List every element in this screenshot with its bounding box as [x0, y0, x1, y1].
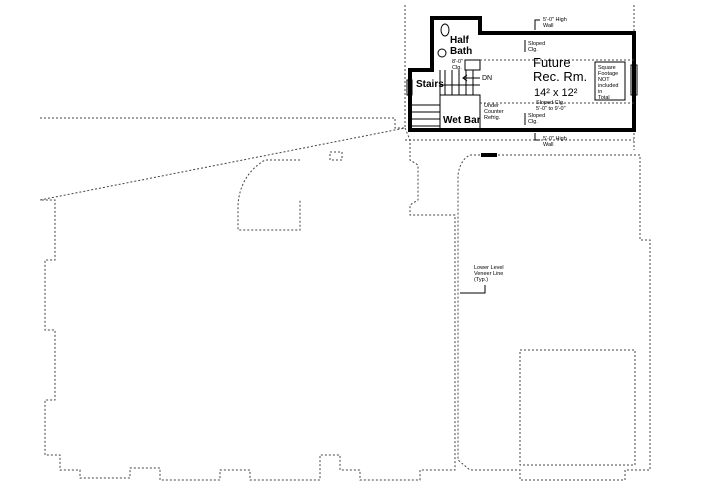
stairs-label: Stairs	[416, 79, 444, 90]
toilet-icon	[437, 48, 447, 58]
lower-level-outline-right	[457, 154, 651, 481]
window-right	[630, 64, 638, 96]
sink-icon	[440, 23, 450, 37]
future-rec-size: 14² x 12²	[534, 87, 578, 99]
half-bath-ceiling: 8'-0"Clg.	[452, 59, 463, 71]
window-left	[406, 79, 413, 96]
veneer-mark	[481, 153, 497, 157]
lower-level-curved-outline	[237, 159, 301, 231]
lower-level-box-right	[519, 349, 636, 466]
top-wall-leader	[534, 19, 540, 30]
veneer-leader	[460, 285, 486, 294]
lower-level-small-box	[329, 151, 343, 161]
interior-walls	[439, 59, 481, 130]
stairs-arrow-icon	[462, 74, 480, 82]
dashed-ceiling-lines	[480, 59, 634, 104]
wet-bar-label: Wet Bar	[443, 115, 481, 126]
bottom-wall-leader	[534, 133, 540, 141]
square-footage-box	[594, 61, 626, 101]
stair-treads	[412, 70, 474, 127]
stairs-direction: DN	[482, 75, 492, 82]
bonus-room-walls	[408, 16, 636, 132]
future-rec-ceiling: Sloped Clg.5'-0" to 9'-0"	[536, 100, 566, 112]
lower-level-outline-main	[39, 5, 456, 481]
